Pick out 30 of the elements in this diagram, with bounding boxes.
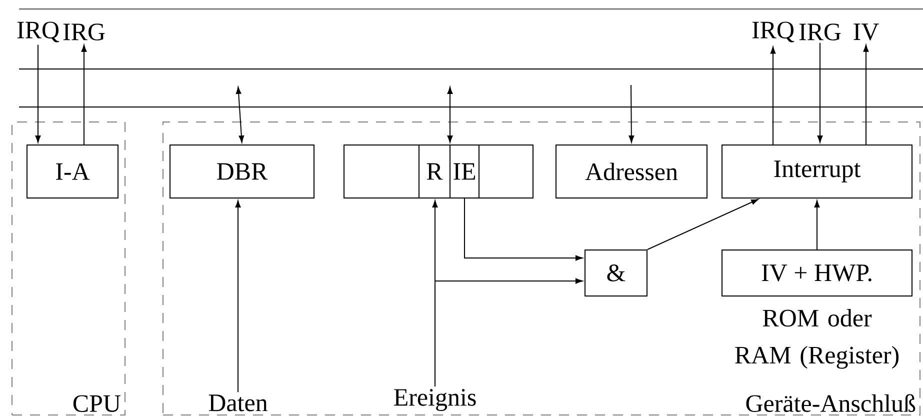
- register-cell: R: [418, 144, 450, 198]
- note-text: ROM oder RAM (Register): [735, 309, 899, 369]
- block-box: &: [584, 250, 648, 296]
- block-box: Adressen: [556, 144, 708, 198]
- signal-label: IV: [854, 24, 879, 40]
- block-box: DBR: [170, 144, 314, 198]
- signal-label: IRQ: [17, 22, 60, 42]
- register-cell: IE: [450, 144, 480, 198]
- arrow: [770, 46, 776, 145]
- arrow: [81, 44, 87, 145]
- arrow: [814, 200, 820, 250]
- signal-label: IRQ: [752, 22, 794, 42]
- block-box: Interrupt: [722, 144, 912, 198]
- arrow: [817, 42, 823, 143]
- arrow: [447, 86, 453, 143]
- arrow: [236, 86, 244, 143]
- arrow: [35, 44, 41, 143]
- arrow: [863, 44, 869, 145]
- signal-label: IRG: [799, 24, 841, 40]
- arrow: [235, 200, 241, 393]
- block-box: IV + HWP.: [722, 250, 912, 296]
- signal-label: IRG: [63, 24, 105, 40]
- arrow: [647, 198, 758, 250]
- signal-label: Daten: [208, 394, 268, 412]
- arrow: [464, 198, 583, 261]
- arrow: [434, 278, 583, 388]
- block-box: I-A: [26, 144, 119, 198]
- block-box: [344, 144, 534, 198]
- arrow: [628, 84, 634, 143]
- signal-label: Ereignis: [394, 389, 476, 411]
